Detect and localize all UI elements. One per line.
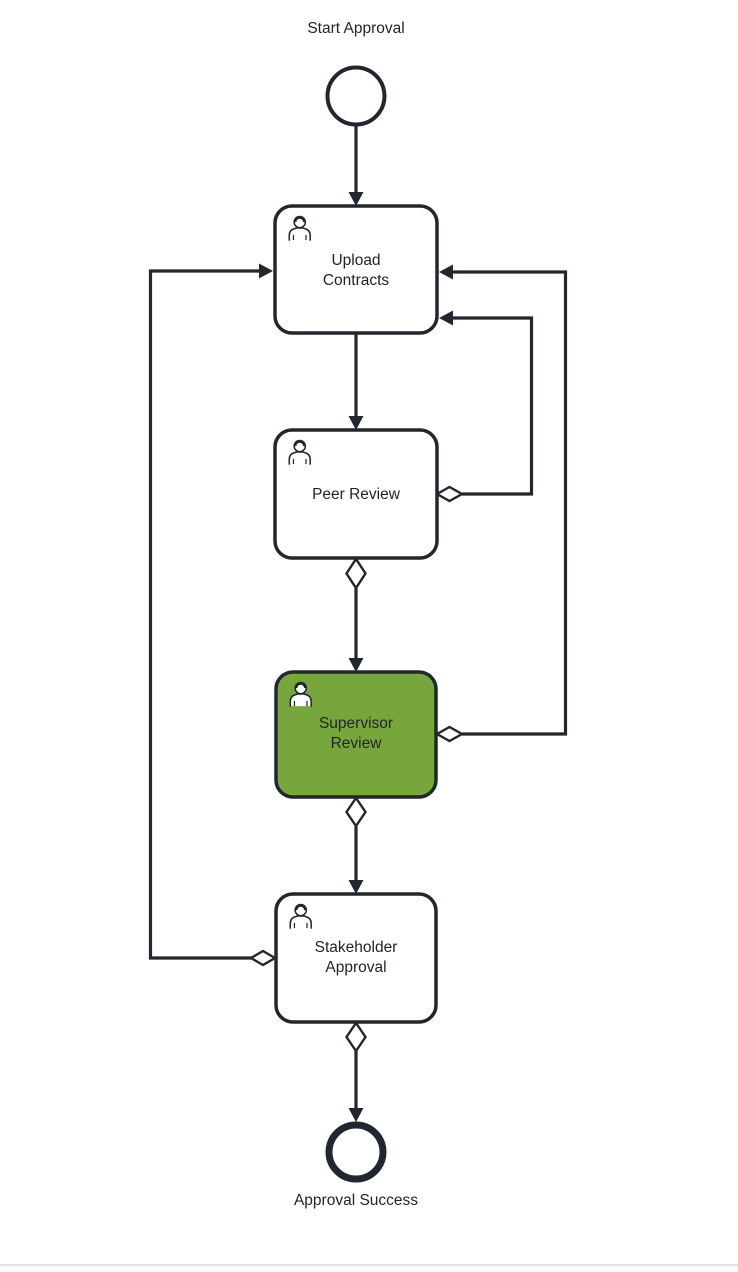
task-supervisor-review[interactable] <box>274 670 438 799</box>
flow-start-to-upload-contracts[interactable] <box>348 125 364 206</box>
flow-supervisor-review-to-stakeholder-approval[interactable] <box>345 795 367 894</box>
task-peer-review[interactable] <box>273 428 439 560</box>
arrowhead-icon <box>348 1108 364 1122</box>
start-event-label: Start Approval <box>307 20 405 38</box>
task-label-stakeholder-approval: Stakeholder Approval <box>314 939 398 976</box>
task-stakeholder-approval[interactable] <box>274 892 438 1024</box>
task-label-supervisor-review: Supervisor Review <box>318 715 394 752</box>
arrowhead-icon <box>348 658 364 672</box>
conditional-marker-icon <box>434 485 465 503</box>
end-event-label: Approval Success <box>293 1192 419 1210</box>
flow-supervisor-review-to-upload-contracts[interactable] <box>434 264 568 743</box>
conditional-marker-icon <box>345 795 367 829</box>
arrowhead-icon <box>439 264 453 280</box>
flow-peer-review-to-upload-contracts[interactable] <box>434 310 534 503</box>
flow-stakeholder-approval-to-upload-contracts[interactable] <box>148 263 278 967</box>
conditional-marker-icon <box>345 1020 367 1054</box>
arrowhead-icon <box>259 263 273 279</box>
task-upload-contracts[interactable] <box>273 204 439 335</box>
footer-divider <box>0 1264 738 1272</box>
conditional-marker-icon <box>345 556 367 591</box>
end-event[interactable] <box>325 1121 387 1183</box>
task-label-peer-review: Peer Review <box>312 486 400 504</box>
flow-stakeholder-approval-to-end[interactable] <box>345 1020 367 1122</box>
flow-peer-review-to-supervisor-review[interactable] <box>345 556 367 672</box>
conditional-marker-icon <box>248 949 278 967</box>
flow-upload-contracts-to-peer-review[interactable] <box>348 333 364 430</box>
start-event[interactable] <box>325 65 387 127</box>
conditional-marker-icon <box>434 725 465 743</box>
arrowhead-icon <box>348 880 364 894</box>
task-label-upload-contracts: Upload Contracts <box>322 252 390 289</box>
arrowhead-icon <box>348 192 364 206</box>
arrowhead-icon <box>348 416 364 430</box>
arrowhead-icon <box>439 310 453 326</box>
